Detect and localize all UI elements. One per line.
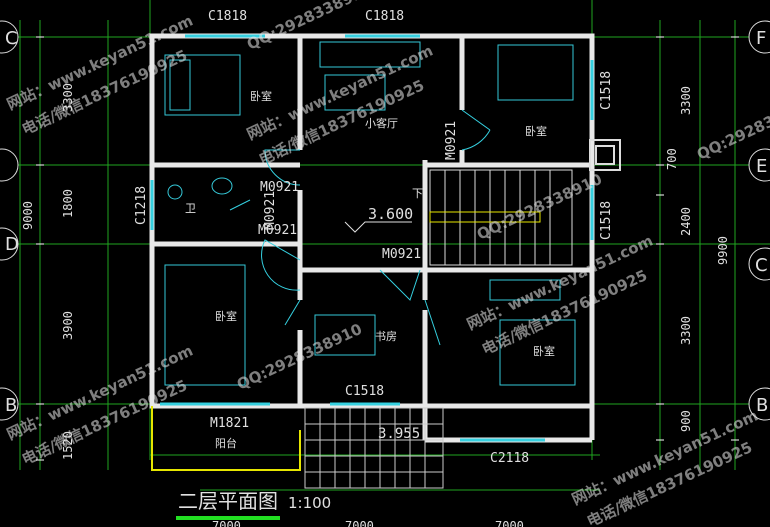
room-label-bedroom-sw: 卧室 — [215, 309, 237, 323]
tea-table — [324, 74, 386, 111]
axis-right-c: C — [755, 255, 768, 276]
terrace-elevation-label: 3.955 — [378, 426, 420, 442]
dim-bottom-2: 7000 — [345, 519, 374, 527]
basin — [211, 177, 233, 195]
dim-left-1: 3300 — [61, 83, 75, 112]
room-label-living: 小客厅 — [365, 116, 398, 130]
room-label-bath: 卫 — [185, 202, 196, 215]
window-label-bath: C1218 — [134, 186, 149, 225]
elevation-mark — [344, 221, 412, 233]
stair-down-label: 下 — [412, 187, 423, 200]
furniture — [164, 41, 576, 386]
bed-nw — [164, 54, 241, 116]
dim-left-3: 3900 — [61, 311, 75, 340]
window-marks — [150, 34, 594, 442]
room-label-bedroom-se: 卧室 — [533, 344, 555, 358]
axis-left-c: C — [5, 28, 18, 49]
door-label-balcony: M1821 — [210, 416, 249, 431]
room-label-study: 书房 — [375, 330, 397, 343]
room-label-bedroom-ne: 卧室 — [525, 124, 547, 138]
balcony-outline — [151, 406, 301, 471]
dim-bottom-3: 7000 — [495, 519, 524, 527]
door-label-4: M0921 — [258, 223, 297, 238]
window-label-study: C1518 — [345, 384, 384, 399]
terrace-grid — [304, 407, 444, 489]
room-label-balcony: 阳台 — [215, 436, 237, 450]
axis-left-d: D — [5, 234, 19, 255]
dim-right-2: 700 — [665, 148, 679, 170]
desk — [314, 314, 376, 356]
window-label-top-left: C1818 — [208, 9, 247, 24]
window-label-bottom-right: C2118 — [490, 451, 529, 466]
dim-bottom-1: 7000 — [212, 519, 241, 527]
dimension-ticks — [36, 36, 739, 461]
axis-right-b: B — [756, 395, 768, 416]
walls — [149, 33, 595, 443]
bed-se — [499, 319, 576, 386]
axis-right-e: E — [756, 156, 767, 177]
dim-left-4: 1520 — [61, 431, 75, 460]
dim-right-1: 3300 — [679, 86, 693, 115]
door-label-1: M0921 — [260, 180, 299, 195]
watermark-qq-3: QQ:2928338910 — [244, 0, 375, 54]
wardrobe-se — [489, 279, 561, 301]
window-label-right-mid: C1518 — [599, 201, 614, 240]
axis-right-f: F — [756, 28, 766, 49]
dim-right-4: 3300 — [679, 316, 693, 345]
watermarks: 网站：www.keyan51.com 电话/微信18376190925 网站：w… — [4, 0, 770, 527]
door-label-5: M0921 — [382, 247, 421, 262]
dim-right-total: 9900 — [716, 236, 730, 265]
bed-ne — [497, 44, 574, 101]
bed-sw — [164, 264, 246, 386]
dim-left-total: 9000 — [21, 201, 35, 230]
chimney-box — [589, 139, 621, 171]
door-swings — [229, 109, 491, 346]
sofa — [319, 41, 421, 68]
window-label-right-upper: C1518 — [599, 71, 614, 110]
door-label-2: M0921 — [444, 121, 459, 160]
door-label-3: M0921 — [263, 191, 278, 230]
elevation-label: 3.600 — [368, 205, 413, 223]
dim-left-2: 1800 — [61, 189, 75, 218]
axis-left-b: B — [5, 395, 17, 416]
axis-bubbles — [0, 20, 770, 421]
dim-right-3: 2400 — [679, 207, 693, 236]
room-label-bedroom-nw: 卧室 — [250, 89, 272, 103]
toilet — [167, 184, 183, 200]
watermark-qq-1: QQ:2928338910 — [474, 170, 605, 244]
window-label-top-mid: C1818 — [365, 9, 404, 24]
drawing-title: 二层平面图 — [178, 489, 278, 513]
dim-right-5: 900 — [679, 410, 693, 432]
drawing-scale: 1:100 — [288, 494, 331, 512]
stairs — [429, 169, 573, 266]
